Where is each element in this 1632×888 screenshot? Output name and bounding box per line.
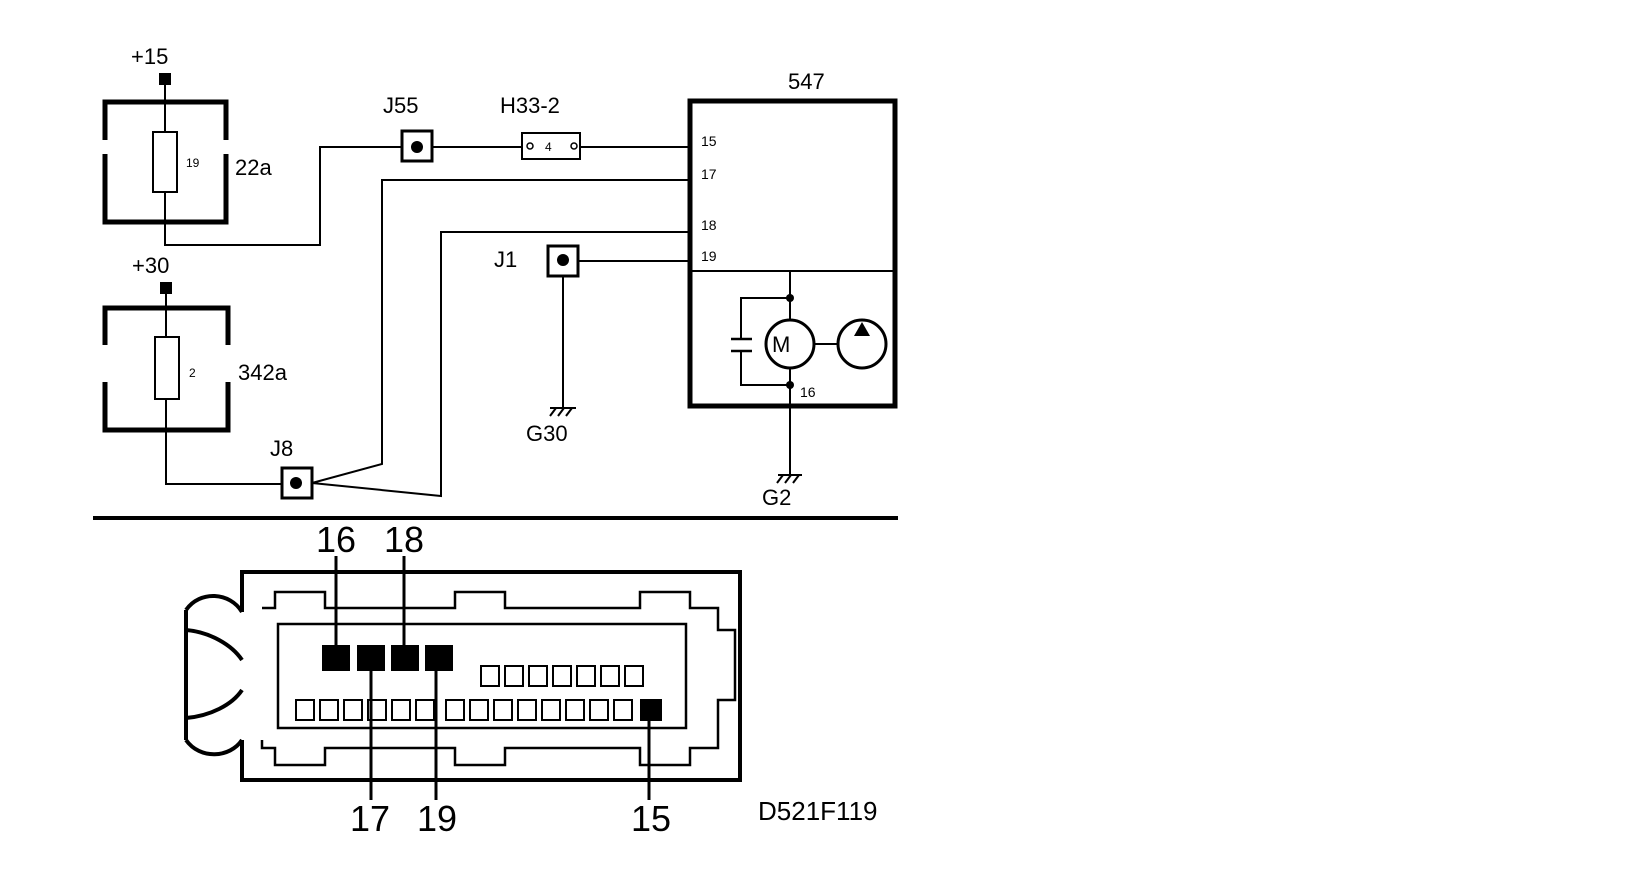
ground-g2-icon [776, 474, 802, 484]
connector-face-view [184, 570, 742, 782]
fuse-2 [154, 336, 180, 400]
callout-pin-15: 15 [631, 798, 671, 839]
fuse-box-342a: 2 342a [102, 305, 288, 433]
callout-pin-17: 17 [350, 798, 390, 839]
cavity-16 [322, 645, 350, 671]
pin-19-label: 19 [701, 248, 717, 264]
connector-h33-label: H33-2 [500, 93, 560, 118]
connector-h33-pin: 4 [545, 140, 552, 154]
callout-pin-16: 16 [316, 519, 356, 560]
ground-g2-label: G2 [762, 485, 791, 510]
motor-icon: M [764, 318, 816, 370]
pin-16-label: 16 [800, 384, 816, 400]
junction-j55-label: J55 [383, 93, 418, 118]
pin-17-label: 17 [701, 166, 717, 182]
motor-symbol: M [772, 332, 790, 357]
ground-g30-icon [549, 407, 576, 417]
supply-15-label: +15 [131, 44, 168, 69]
fuse-box-22a: 19 22a [102, 99, 272, 225]
drawing-code: D521F119 [758, 796, 878, 826]
connector-cavities [295, 645, 662, 721]
pin-15-label: 15 [701, 133, 717, 149]
ground-g30-label: G30 [526, 421, 568, 446]
supply-15-terminal [159, 73, 171, 85]
cavity-19 [425, 645, 453, 671]
supply-30-label: +30 [132, 253, 169, 278]
callout-pin-19: 19 [417, 798, 457, 839]
cavity-row-lower-empty [295, 699, 633, 721]
pin-18-label: 18 [701, 217, 717, 233]
callout-pin-18: 18 [384, 519, 424, 560]
pin-leader-lines [334, 556, 651, 800]
cavity-18 [391, 645, 419, 671]
component-547: 15 17 18 19 M 16 [687, 98, 898, 409]
connector-h33: 4 [521, 132, 581, 160]
fuse-box-22a-label: 22a [235, 155, 272, 180]
pump-icon [836, 318, 888, 370]
capacitor-icon [731, 337, 752, 353]
fuse-box-342a-label: 342a [238, 360, 288, 385]
supply-30-terminal [160, 282, 172, 294]
fuse-19 [152, 131, 178, 193]
junction-j1-label: J1 [494, 247, 517, 272]
cavity-15 [640, 699, 662, 721]
cavity-17 [357, 645, 385, 671]
cavity-row-upper-empty [480, 665, 644, 687]
junction-j8-label: J8 [270, 436, 293, 461]
fuse-2-number: 2 [189, 366, 196, 380]
fuse-19-number: 19 [186, 156, 200, 170]
component-547-label: 547 [788, 69, 825, 94]
